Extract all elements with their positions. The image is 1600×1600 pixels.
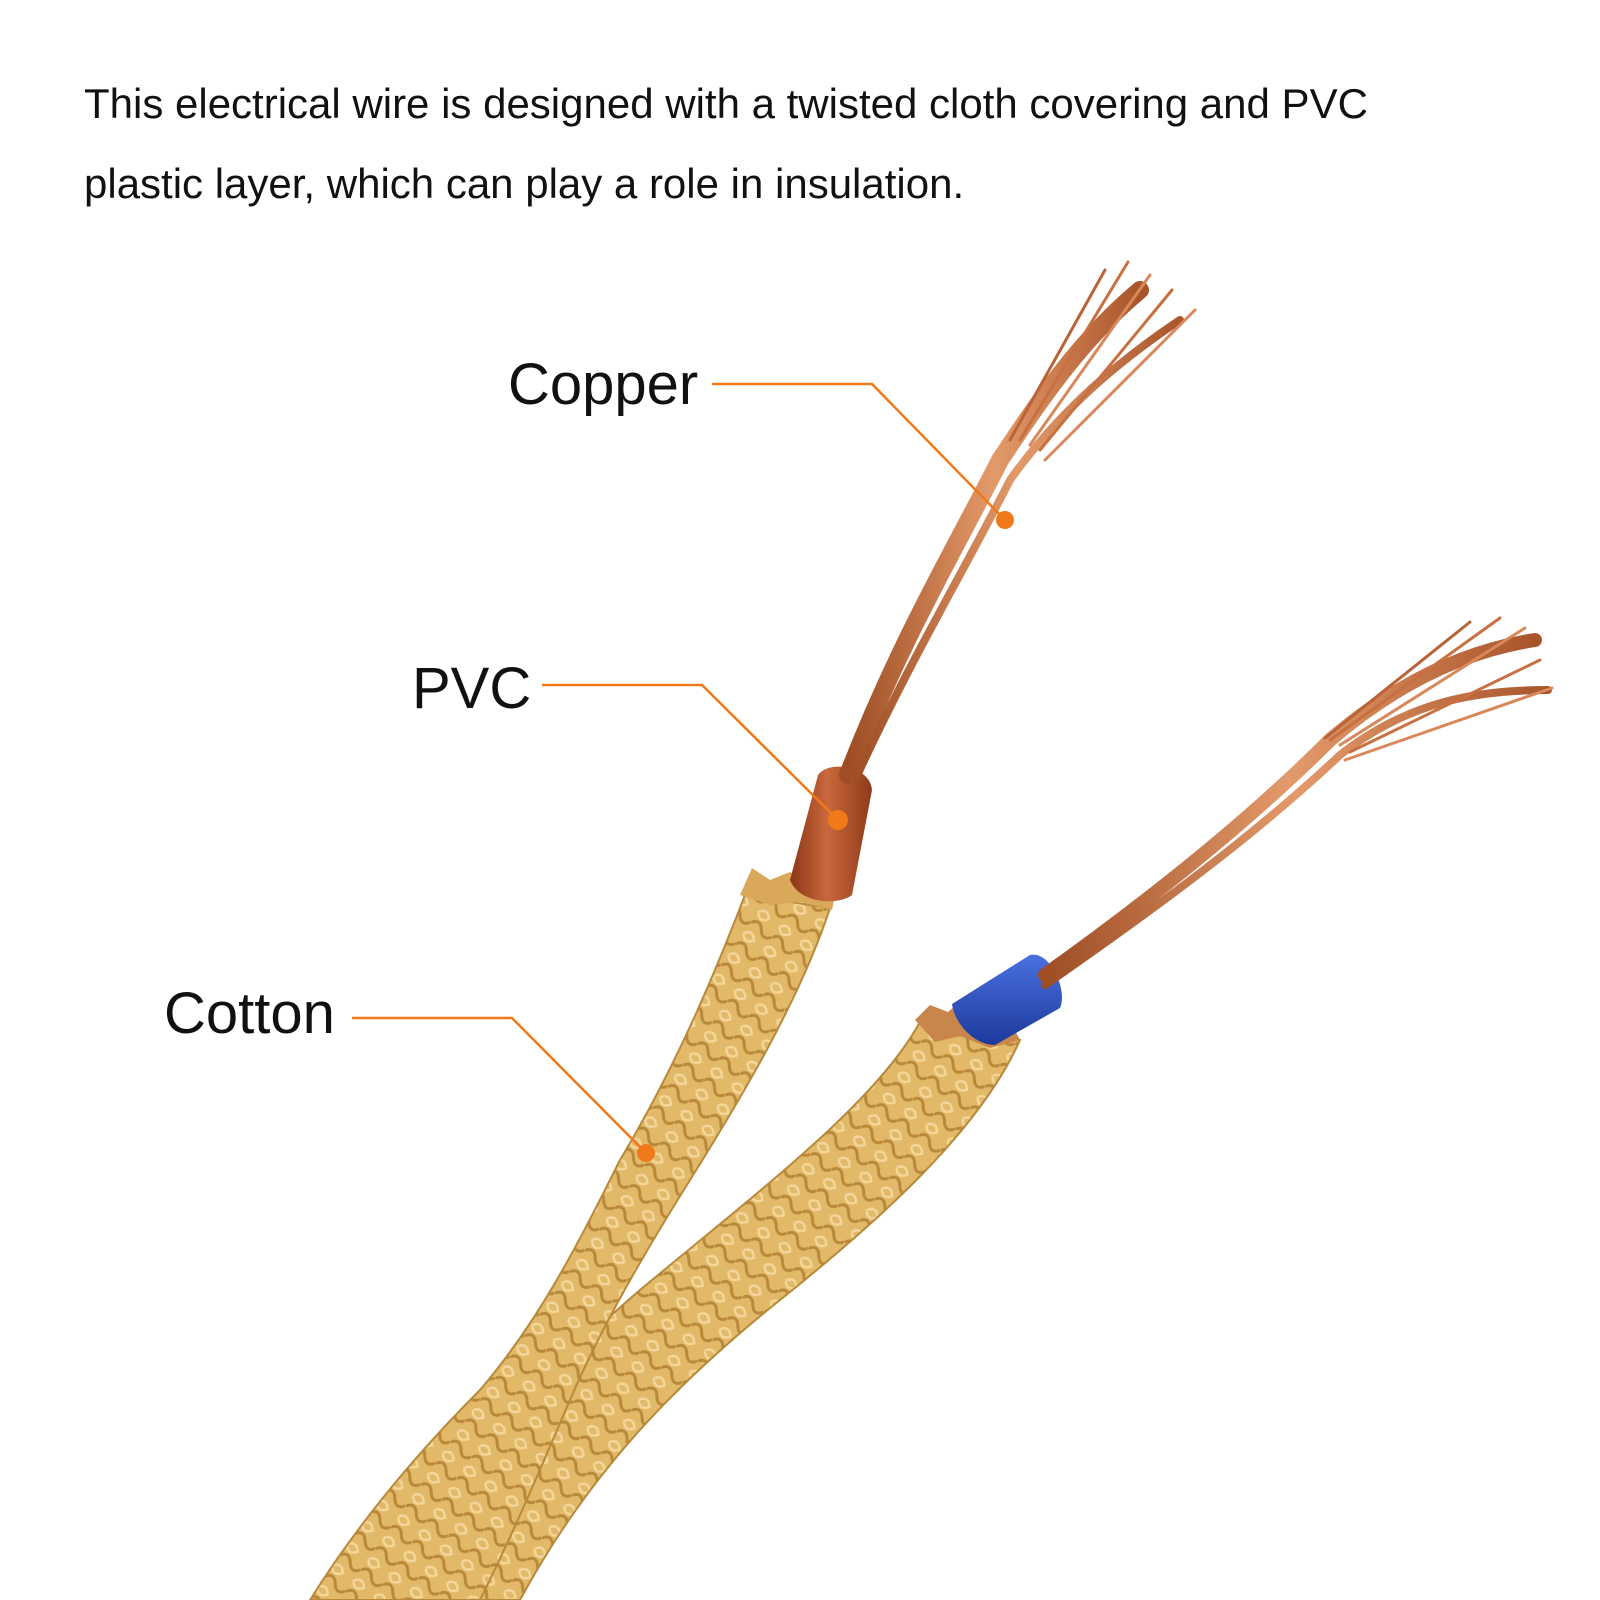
callout-line-copper	[712, 382, 1006, 521]
right-wire-pvc-blue	[952, 954, 1062, 1045]
left-wire-pvc-brown	[790, 766, 872, 902]
callout-dot-copper	[996, 511, 1014, 529]
callout-line-pvc	[542, 683, 839, 821]
callout-dot-cotton	[637, 1144, 655, 1162]
left-wire-copper-strands	[839, 260, 1197, 784]
left-wire-frayed-end	[740, 868, 838, 910]
right-wire-copper-strands	[1038, 616, 1554, 989]
description-line-1: This electrical wire is designed with a …	[84, 80, 1368, 127]
description-text: This electrical wire is designed with a …	[84, 64, 1544, 224]
callout-dot-pvc	[828, 810, 848, 830]
label-copper: Copper	[508, 352, 699, 417]
label-cotton: Cotton	[164, 981, 335, 1046]
right-wire-cotton-braid	[398, 1016, 1022, 1600]
description-line-2: plastic layer, which can play a role in …	[84, 160, 965, 207]
label-pvc: PVC	[412, 656, 532, 721]
callout-line-cotton	[352, 1016, 647, 1154]
